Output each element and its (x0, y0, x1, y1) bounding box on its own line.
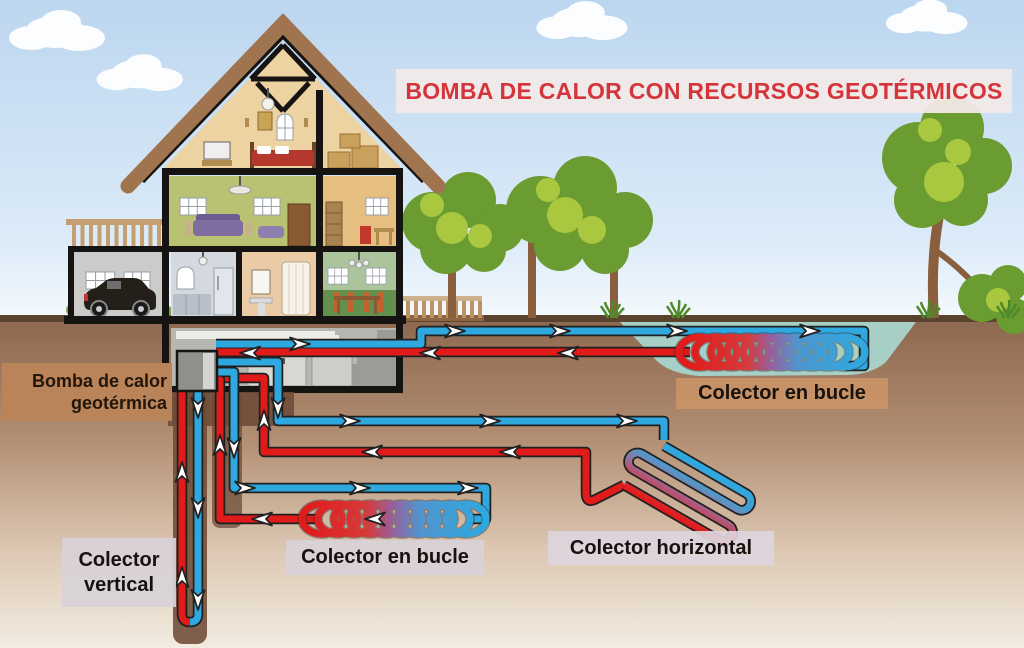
roof-truss (249, 43, 317, 113)
living-room-furniture (179, 176, 311, 247)
heat-pump-unit (175, 349, 219, 393)
label-vertical-collector-line1: Colector (78, 548, 160, 571)
kitchen-furniture (173, 252, 234, 316)
bathroom-furniture (249, 261, 311, 317)
house-frame (64, 90, 406, 324)
label-heat-pump: Bomba de calor geotérmica (2, 363, 172, 421)
vertical-collector-pipes (176, 392, 204, 628)
house (64, 13, 446, 324)
label-pond-collector: Colector en bucle (676, 378, 888, 409)
label-vertical-collector: Colector vertical (62, 538, 176, 607)
study-room-furniture (325, 197, 394, 247)
pond-coil (674, 332, 870, 372)
roof (120, 13, 446, 194)
pipe-pond-loop (216, 325, 870, 372)
label-center-collector: Colector en bucle (286, 540, 484, 575)
label-heat-pump-line1: Bomba de calor (31, 370, 167, 391)
dining-furniture (322, 252, 396, 318)
center-coil (297, 499, 491, 539)
attic-furniture (202, 88, 379, 169)
tree (506, 156, 653, 318)
diagram-title: BOMBA DE CALOR CON RECURSOS GEOTÉRMICOS (396, 69, 1012, 113)
label-heat-pump-line2: geotérmica (70, 393, 167, 413)
balcony (66, 219, 168, 246)
pipe-horizontal-loop (217, 356, 670, 506)
ground-line (0, 315, 1024, 322)
label-vertical-collector-line2: vertical (83, 573, 155, 596)
label-horizontal-collector: Colector horizontal (548, 531, 774, 565)
